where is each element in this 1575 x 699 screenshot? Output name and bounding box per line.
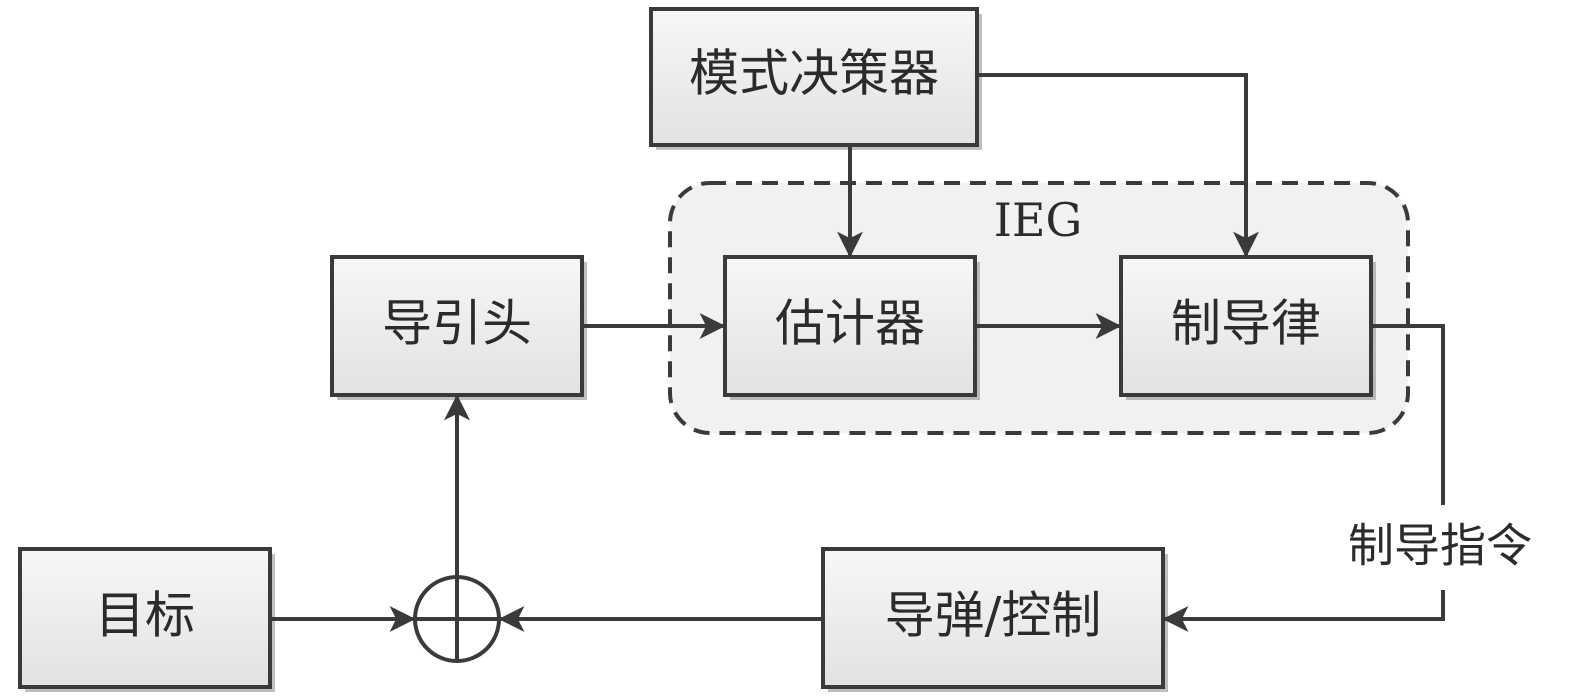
estimator-block: 估计器	[723, 255, 980, 400]
target-label: 目标	[95, 587, 195, 645]
ieg-region-label: IEG	[994, 193, 1083, 247]
edge-mode-to-guidance-law	[977, 73, 1259, 258]
guidance-law-label: 制导律	[1171, 295, 1321, 353]
edge-guidance-command-to-missile	[1162, 590, 1445, 632]
missile-control-block: 导弹/控制	[821, 547, 1168, 692]
estimator-label: 估计器	[775, 295, 925, 353]
mode-decider-label: 模式决策器	[689, 45, 939, 103]
summing-junction	[413, 575, 501, 663]
seeker-block: 导引头	[330, 255, 587, 400]
target-block: 目标	[18, 547, 275, 692]
missile-control-label: 导弹/控制	[885, 587, 1102, 645]
edge-guidance-law-output	[1371, 324, 1445, 505]
seeker-label: 导引头	[382, 295, 532, 353]
guidance-law-block: 制导律	[1119, 255, 1376, 400]
guidance-command-label: 制导指令	[1348, 519, 1532, 573]
mode-decider-block: 模式决策器	[649, 7, 982, 150]
